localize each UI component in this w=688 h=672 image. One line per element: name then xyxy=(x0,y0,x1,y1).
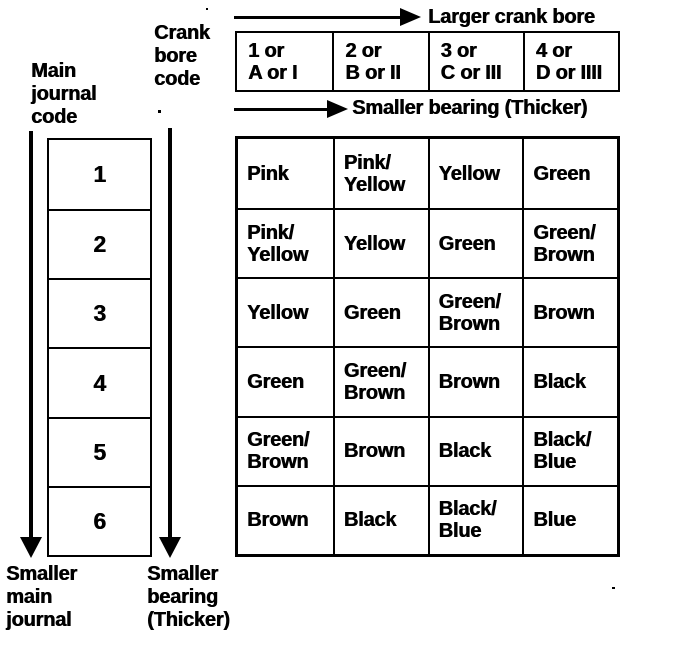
bearing-cell: Green/ Brown xyxy=(238,415,333,485)
crank-bore-code-header: 1 or A or I 2 or B or II 3 or C or III 4… xyxy=(235,31,620,92)
smaller-main-journal-arrow-line xyxy=(29,131,33,538)
crank-bore-code-cell: 3 or C or III xyxy=(427,33,523,90)
bearing-cell: Black xyxy=(332,484,428,554)
bearing-cell: Pink/ Yellow xyxy=(238,208,333,277)
bearing-cell: Black xyxy=(522,346,617,416)
bearing-cell: Green/ Brown xyxy=(427,277,523,347)
main-journal-code-cell: 3 xyxy=(49,278,150,347)
bearing-cell: Yellow xyxy=(427,139,523,209)
down-arrowhead-icon xyxy=(20,537,42,558)
bearing-cell: Black xyxy=(427,415,523,485)
right-arrowhead-icon xyxy=(327,100,348,118)
main-journal-code-cell: 1 xyxy=(93,161,106,188)
bearing-cell: Pink/ Yellow xyxy=(332,139,428,209)
bearing-cell: Brown xyxy=(238,484,333,554)
main-journal-code-cell: 5 xyxy=(49,416,150,486)
smaller-main-journal-label: Smaller main journal xyxy=(6,563,77,631)
scan-speck xyxy=(612,587,615,589)
smaller-bearing-thicker-bottom-label: Smaller bearing (Thicker) xyxy=(147,563,230,631)
bearing-cell: Green xyxy=(238,346,333,415)
crank-bore-code-cell: 2 or B or II xyxy=(332,33,427,90)
larger-crank-bore-label: Larger crank bore xyxy=(428,6,595,28)
crank-bore-code-cell: 1 or A or I xyxy=(248,40,298,84)
bearing-cell: Green xyxy=(427,208,523,278)
scan-speck xyxy=(158,110,161,113)
crank-bore-code-label: Crank bore code xyxy=(154,22,210,90)
bearing-cell: Black/ Blue xyxy=(427,484,523,554)
down-arrowhead-icon xyxy=(159,537,181,558)
scan-speck xyxy=(206,8,208,10)
bearing-cell: Green xyxy=(332,277,428,347)
main-journal-code-label: Main journal code xyxy=(31,60,97,128)
bearing-cell: Blue xyxy=(522,484,617,554)
larger-crank-bore-arrow-line xyxy=(234,16,402,19)
smaller-bearing-thicker-top-label: Smaller bearing (Thicker) xyxy=(352,97,588,119)
bearing-cell: Yellow xyxy=(332,208,428,278)
bearing-cell: Yellow xyxy=(238,277,333,346)
bearing-cell: Brown xyxy=(522,277,617,347)
bearing-cell: Green/ Brown xyxy=(332,346,428,416)
bearing-cell: Black/ Blue xyxy=(522,415,617,485)
main-journal-code-column: 1 2 3 4 5 6 xyxy=(47,138,152,557)
main-journal-code-cell: 6 xyxy=(49,485,150,555)
bearing-cell: Brown xyxy=(332,415,428,485)
bearing-cell: Pink xyxy=(247,162,289,185)
smaller-bearing-arrow-line-vertical xyxy=(168,128,172,538)
bearing-color-table: Pink Pink/ Yellow Yellow Green Pink/ Yel… xyxy=(235,136,620,557)
bearing-cell: Brown xyxy=(427,346,523,416)
crank-bore-code-cell: 4 or D or IIII xyxy=(522,33,618,90)
bearing-cell: Green/ Brown xyxy=(522,208,617,278)
main-journal-code-cell: 4 xyxy=(49,347,150,416)
bearing-cell: Green xyxy=(522,139,617,209)
main-journal-code-cell: 2 xyxy=(49,209,150,278)
right-arrowhead-icon xyxy=(400,8,421,26)
smaller-bearing-arrow-line xyxy=(234,108,329,111)
